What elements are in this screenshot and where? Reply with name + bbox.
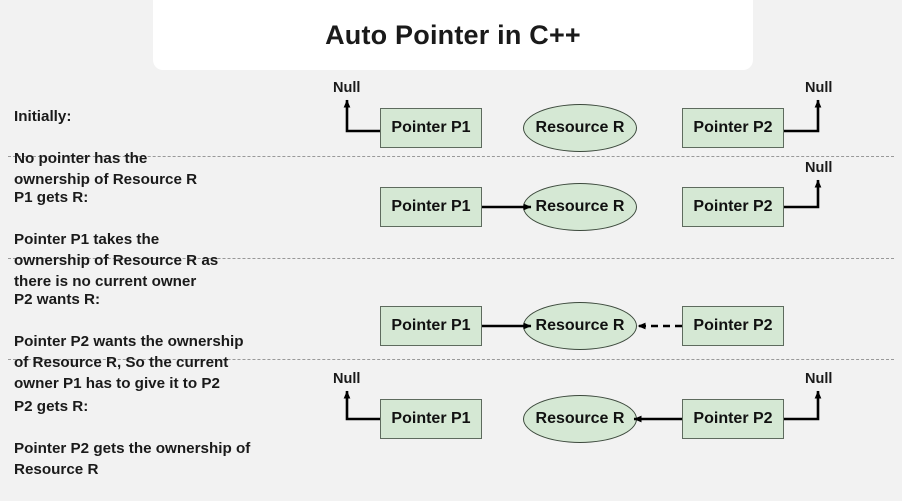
row-p2-gets-r-body: Pointer P2 gets the ownership of Resourc… — [14, 440, 251, 478]
pointer-p2-box-row1[interactable]: Pointer P2 — [682, 108, 784, 148]
pointer-p1-box-row4[interactable]: Pointer P1 — [380, 399, 482, 439]
row-p2-wants-r-text: P2 wants R: Pointer P2 wants the ownersh… — [14, 268, 329, 415]
row-initially-heading: Initially: — [14, 108, 72, 125]
row-p1-gets-r: P1 gets R: Pointer P1 takes the ownershi… — [0, 166, 902, 290]
row-p2-gets-r-text: P2 gets R: Pointer P2 gets the ownership… — [14, 375, 329, 501]
row-separator-1 — [8, 156, 894, 157]
row-initially: Initially: No pointer has the ownership … — [0, 85, 902, 188]
row-initially-text: Initially: No pointer has the ownership … — [14, 85, 329, 211]
pointer-p1-box-row2[interactable]: Pointer P1 — [380, 187, 482, 227]
null-label-p1-row4: Null — [333, 371, 361, 387]
resource-r-ellipse-row1[interactable]: Resource R — [523, 104, 637, 152]
row-p2-gets-r-heading: P2 gets R: — [14, 398, 89, 415]
diagram-canvas: Auto Pointer in C++ Initially: No pointe… — [0, 0, 902, 478]
row-p2-wants-r-body: Pointer P2 wants the ownership of Resour… — [14, 333, 244, 392]
page-title: Auto Pointer in C++ — [325, 19, 581, 50]
null-label-p2-row4: Null — [805, 371, 833, 387]
null-label-p2-row2: Null — [805, 160, 833, 176]
resource-r-ellipse-row2[interactable]: Resource R — [523, 183, 637, 231]
row-p1-gets-r-body: Pointer P1 takes the ownership of Resour… — [14, 231, 219, 290]
resource-r-ellipse-row4[interactable]: Resource R — [523, 395, 637, 443]
row-separator-2 — [8, 258, 894, 259]
row-p1-gets-r-text: P1 gets R: Pointer P1 takes the ownershi… — [14, 166, 329, 313]
row-p1-gets-r-heading: P1 gets R: — [14, 189, 89, 206]
resource-r-ellipse-row3[interactable]: Resource R — [523, 302, 637, 350]
pointer-p1-box-row3[interactable]: Pointer P1 — [380, 306, 482, 346]
pointer-p2-box-row4[interactable]: Pointer P2 — [682, 399, 784, 439]
row-initially-body: No pointer has the ownership of Resource… — [14, 150, 198, 188]
pointer-p1-box-row1[interactable]: Pointer P1 — [380, 108, 482, 148]
row-separator-3 — [8, 359, 894, 360]
row-p2-wants-r-heading: P2 wants R: — [14, 291, 101, 308]
pointer-p2-box-row2[interactable]: Pointer P2 — [682, 187, 784, 227]
null-label-p1-row1: Null — [333, 80, 361, 96]
row-p2-wants-r: P2 wants R: Pointer P2 wants the ownersh… — [0, 268, 902, 392]
title-card: Auto Pointer in C++ — [153, 0, 753, 70]
null-label-p2-row1: Null — [805, 80, 833, 96]
pointer-p2-box-row3[interactable]: Pointer P2 — [682, 306, 784, 346]
